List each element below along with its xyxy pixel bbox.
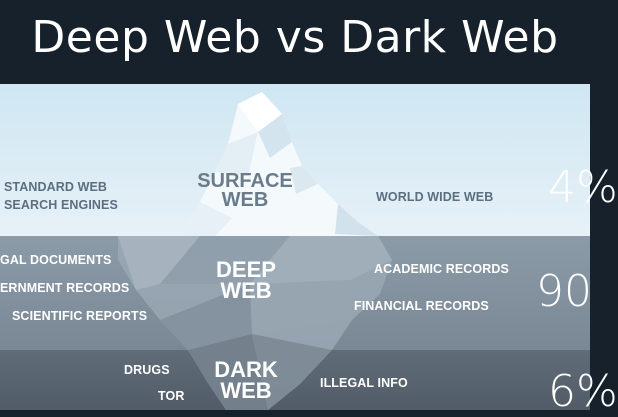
deep-left-label-2: ERNMENT RECORDS: [0, 281, 130, 295]
deep-percent: 90: [536, 266, 592, 317]
deep-right-label-2: FINANCIAL RECORDS: [354, 299, 489, 313]
iceberg-tip: [180, 92, 378, 236]
iceberg-infographic: SURFACE WEB STANDARD WEB SEARCH ENGINES …: [0, 84, 618, 417]
page-title: Deep Web vs Dark Web: [31, 12, 559, 63]
dark-right-label-1: ILLEGAL INFO: [320, 376, 408, 390]
header-bar: Deep Web vs Dark Web: [0, 0, 590, 84]
surface-right-label-1: WORLD WIDE WEB: [376, 190, 494, 204]
surface-left-label-1: STANDARD WEB: [4, 180, 108, 194]
deep-web-line2: WEB: [220, 277, 272, 303]
dark-web-line1: DARK: [214, 357, 278, 382]
surface-percent: 4%: [548, 162, 618, 213]
iceberg-illustration: [118, 92, 392, 410]
dark-percent: 6%: [548, 366, 618, 417]
deep-right-label-1: ACADEMIC RECORDS: [374, 262, 509, 276]
deep-left-label-3: SCIENTIFIC REPORTS: [12, 309, 148, 323]
dark-left-label-1: DRUGS: [124, 363, 170, 377]
deep-left-label-1: GAL DOCUMENTS: [0, 253, 112, 267]
surface-left-label-2: SEARCH ENGINES: [4, 198, 118, 212]
surface-web-line1: SURFACE: [197, 170, 293, 192]
dark-web-line2: WEB: [220, 377, 272, 403]
surface-web-label: SURFACE WEB: [186, 170, 304, 211]
dark-left-label-2: TOR: [158, 389, 185, 403]
dark-web-label: DARK WEB: [206, 357, 286, 403]
deep-web-line1: DEEP: [216, 257, 276, 282]
surface-web-line2: WEB: [221, 189, 269, 211]
deep-web-label: DEEP WEB: [202, 257, 290, 303]
